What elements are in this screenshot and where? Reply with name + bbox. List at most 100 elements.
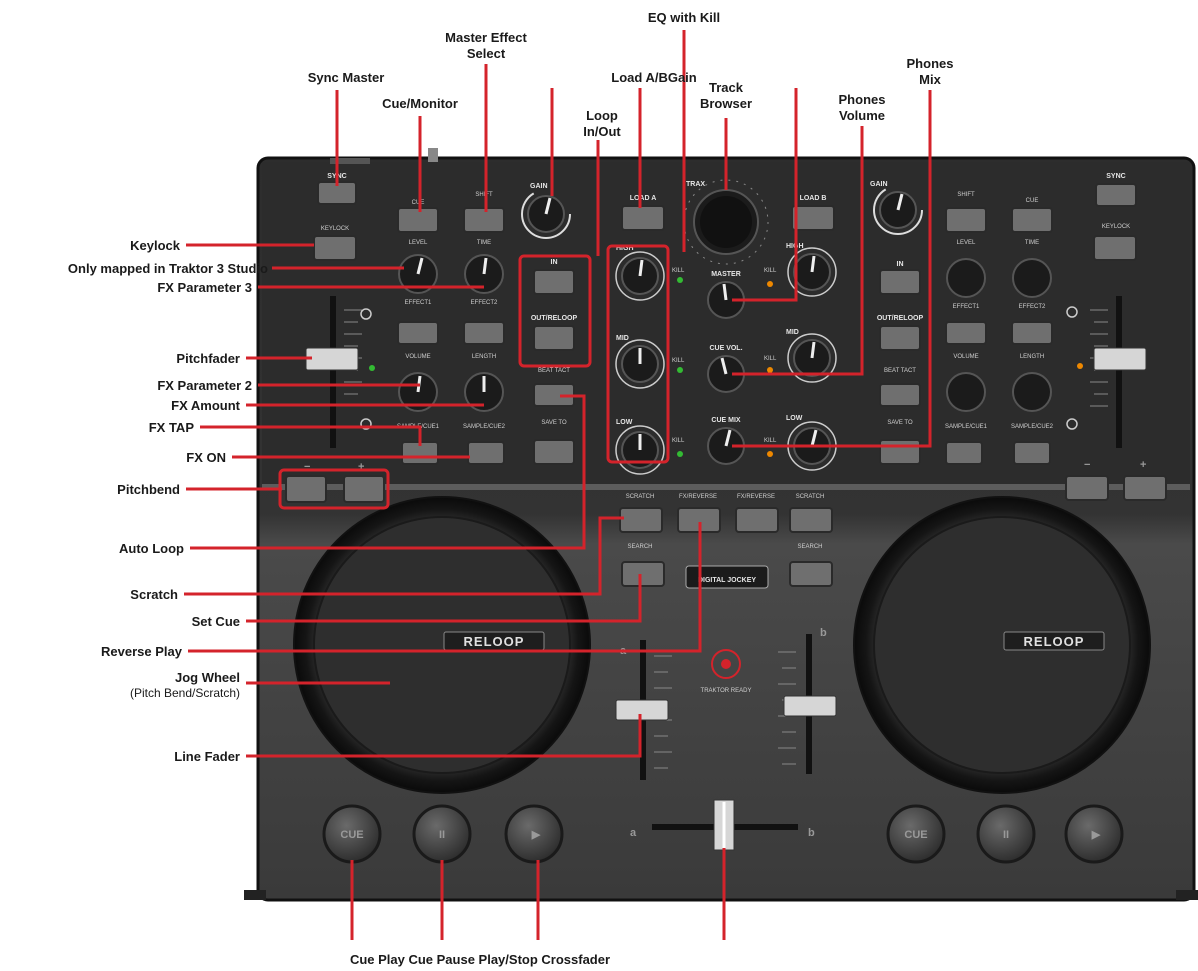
play-pad-right[interactable]: ▶ <box>1064 804 1124 864</box>
svg-text:SAVE TO: SAVE TO <box>887 420 913 426</box>
transport-pads-right: CUE II ▶ <box>886 804 1124 864</box>
loop-out-button-left[interactable] <box>533 325 575 351</box>
pause-pad-left[interactable]: II <box>412 804 472 864</box>
svg-text:BEAT TACT: BEAT TACT <box>538 368 570 374</box>
svg-text:+: + <box>1140 459 1146 471</box>
pitchbend-minus-button-left[interactable] <box>285 475 327 503</box>
fx-parameter-3-knob-left[interactable] <box>398 254 438 294</box>
length-button-left[interactable] <box>463 321 505 345</box>
gain-knob-right[interactable]: GAIN <box>870 181 923 235</box>
gain-knob-left[interactable]: GAIN <box>521 183 571 239</box>
length-button-right[interactable] <box>1011 321 1053 345</box>
search-button-right[interactable] <box>789 561 833 587</box>
svg-text:SCRATCH: SCRATCH <box>626 494 655 500</box>
sync-button-right[interactable]: SYNC <box>1095 173 1137 207</box>
svg-text:HIGH: HIGH <box>616 245 634 252</box>
fx-parameter-2-knob-left[interactable] <box>398 372 438 412</box>
svg-text:LENGTH: LENGTH <box>472 354 496 360</box>
loop-in-button-right[interactable] <box>879 269 921 295</box>
label-jog-wheel-sub: (Pitch Bend/Scratch) <box>130 686 240 700</box>
fx-effect2-knob-left[interactable] <box>464 254 504 294</box>
pitchbend-plus-button-right[interactable] <box>1123 475 1167 501</box>
track-browser-knob[interactable]: TRAX <box>683 179 769 265</box>
search-button-left[interactable] <box>621 561 665 587</box>
cue-play-pad-right[interactable]: CUE <box>886 804 946 864</box>
line-fader-left[interactable]: a <box>615 640 672 780</box>
keylock-button-left[interactable]: KEYLOCK <box>313 226 357 261</box>
svg-text:CUE: CUE <box>1026 198 1039 204</box>
auto-loop-button-right[interactable] <box>879 383 921 407</box>
save-to-button-right[interactable] <box>879 439 921 465</box>
svg-text:CUE VOL.: CUE VOL. <box>709 345 742 352</box>
svg-text:VOLUME: VOLUME <box>953 354 978 360</box>
crossfader[interactable]: a b <box>630 799 815 851</box>
cue-play-pad-left[interactable]: CUE <box>322 804 382 864</box>
fx-amount-knob-right[interactable] <box>1012 372 1052 412</box>
pause-pad-right[interactable]: II <box>976 804 1036 864</box>
keylock-button-right[interactable]: KEYLOCK <box>1093 224 1137 261</box>
label-master-effect-select-1: Master Effect <box>445 30 527 45</box>
play-pad-left[interactable]: ▶ <box>504 804 564 864</box>
loop-highlight-box <box>518 254 592 368</box>
cue-monitor-button-left[interactable]: CUE <box>397 200 439 233</box>
svg-text:−: − <box>304 461 310 473</box>
svg-text:KILL: KILL <box>672 268 685 274</box>
fx-amount-knob-left[interactable] <box>464 372 504 412</box>
fx-effect2-knob-right[interactable] <box>1012 258 1052 298</box>
svg-text:SAMPLE/CUE2: SAMPLE/CUE2 <box>463 424 506 430</box>
pitchbend-plus-button-left[interactable] <box>343 475 385 503</box>
fx-on-button-left[interactable] <box>467 441 505 465</box>
pause-icon: II <box>1003 829 1009 841</box>
shift-button-left[interactable]: SHIFT <box>463 192 505 233</box>
fx-knobs-left: EFFECT1 EFFECT2 VOLUME LENGTH SAMPLE/CUE… <box>397 254 506 465</box>
fx-tap-button-right[interactable] <box>945 441 983 465</box>
label-transport-bottom: Cue Play Cue Pause Play/Stop Crossfader <box>350 952 610 967</box>
svg-text:IN: IN <box>897 261 904 268</box>
jog-wheel-right[interactable]: RELOOP <box>853 496 1151 794</box>
scratch-button-left[interactable] <box>619 507 663 533</box>
fx-on-button-right[interactable] <box>1013 441 1051 465</box>
model-badge <box>685 565 769 589</box>
label-fx-amount: FX Amount <box>171 398 241 413</box>
time-label-left: TIME <box>477 240 491 246</box>
svg-text:b: b <box>820 627 827 639</box>
svg-text:a: a <box>630 827 637 839</box>
svg-text:LOAD B: LOAD B <box>800 195 827 202</box>
load-a-button[interactable]: LOAD A <box>621 195 665 231</box>
svg-text:SAMPLE/CUE1: SAMPLE/CUE1 <box>945 424 988 430</box>
svg-text:KEYLOCK: KEYLOCK <box>321 226 349 232</box>
fx-parameter-2-knob-right[interactable] <box>946 372 986 412</box>
shift-button-right[interactable]: SHIFT <box>945 192 987 233</box>
pitchbend-buttons-right: − + <box>1065 459 1167 501</box>
pitchbend-minus-button-right[interactable] <box>1065 475 1109 501</box>
pitch-fader-right[interactable] <box>1066 296 1147 448</box>
label-fx-on: FX ON <box>186 450 226 465</box>
cue-monitor-button-right[interactable]: CUE <box>1011 198 1053 233</box>
line-fader-right[interactable]: b <box>778 627 837 774</box>
svg-text:GAIN: GAIN <box>870 181 888 188</box>
reverse-button-right[interactable] <box>735 507 779 533</box>
label-phones-mix-2: Mix <box>919 72 941 87</box>
jog-wheel-left[interactable]: RELOOP <box>293 496 591 794</box>
svg-text:SEARCH: SEARCH <box>627 544 652 550</box>
scratch-button-right[interactable] <box>789 507 833 533</box>
fx-parameter-3-knob-right[interactable] <box>946 258 986 298</box>
volume-button-left[interactable] <box>397 321 439 345</box>
pitch-fader-left[interactable] <box>305 296 375 448</box>
volume-button-right[interactable] <box>945 321 987 345</box>
label-scratch: Scratch <box>130 587 178 602</box>
save-to-button-left[interactable] <box>533 439 575 465</box>
label-traktor-studio-only: Only mapped in Traktor 3 Studio <box>68 261 268 276</box>
loop-in-button-left[interactable] <box>533 269 575 295</box>
loop-section-left: IN OUT/RELOOP BEAT TACT SAVE TO <box>531 259 577 465</box>
svg-text:KILL: KILL <box>764 268 777 274</box>
svg-text:+: + <box>358 461 364 473</box>
label-sync-master: Sync Master <box>308 70 385 85</box>
level-label-left: LEVEL <box>409 240 428 246</box>
svg-text:EFFECT1: EFFECT1 <box>953 304 980 310</box>
loop-out-button-right[interactable] <box>879 325 921 351</box>
svg-text:CUE: CUE <box>340 829 363 841</box>
label-master-effect-select-2: Select <box>467 46 506 61</box>
label-fx-tap: FX TAP <box>149 420 195 435</box>
load-b-button[interactable]: LOAD B <box>791 195 835 231</box>
